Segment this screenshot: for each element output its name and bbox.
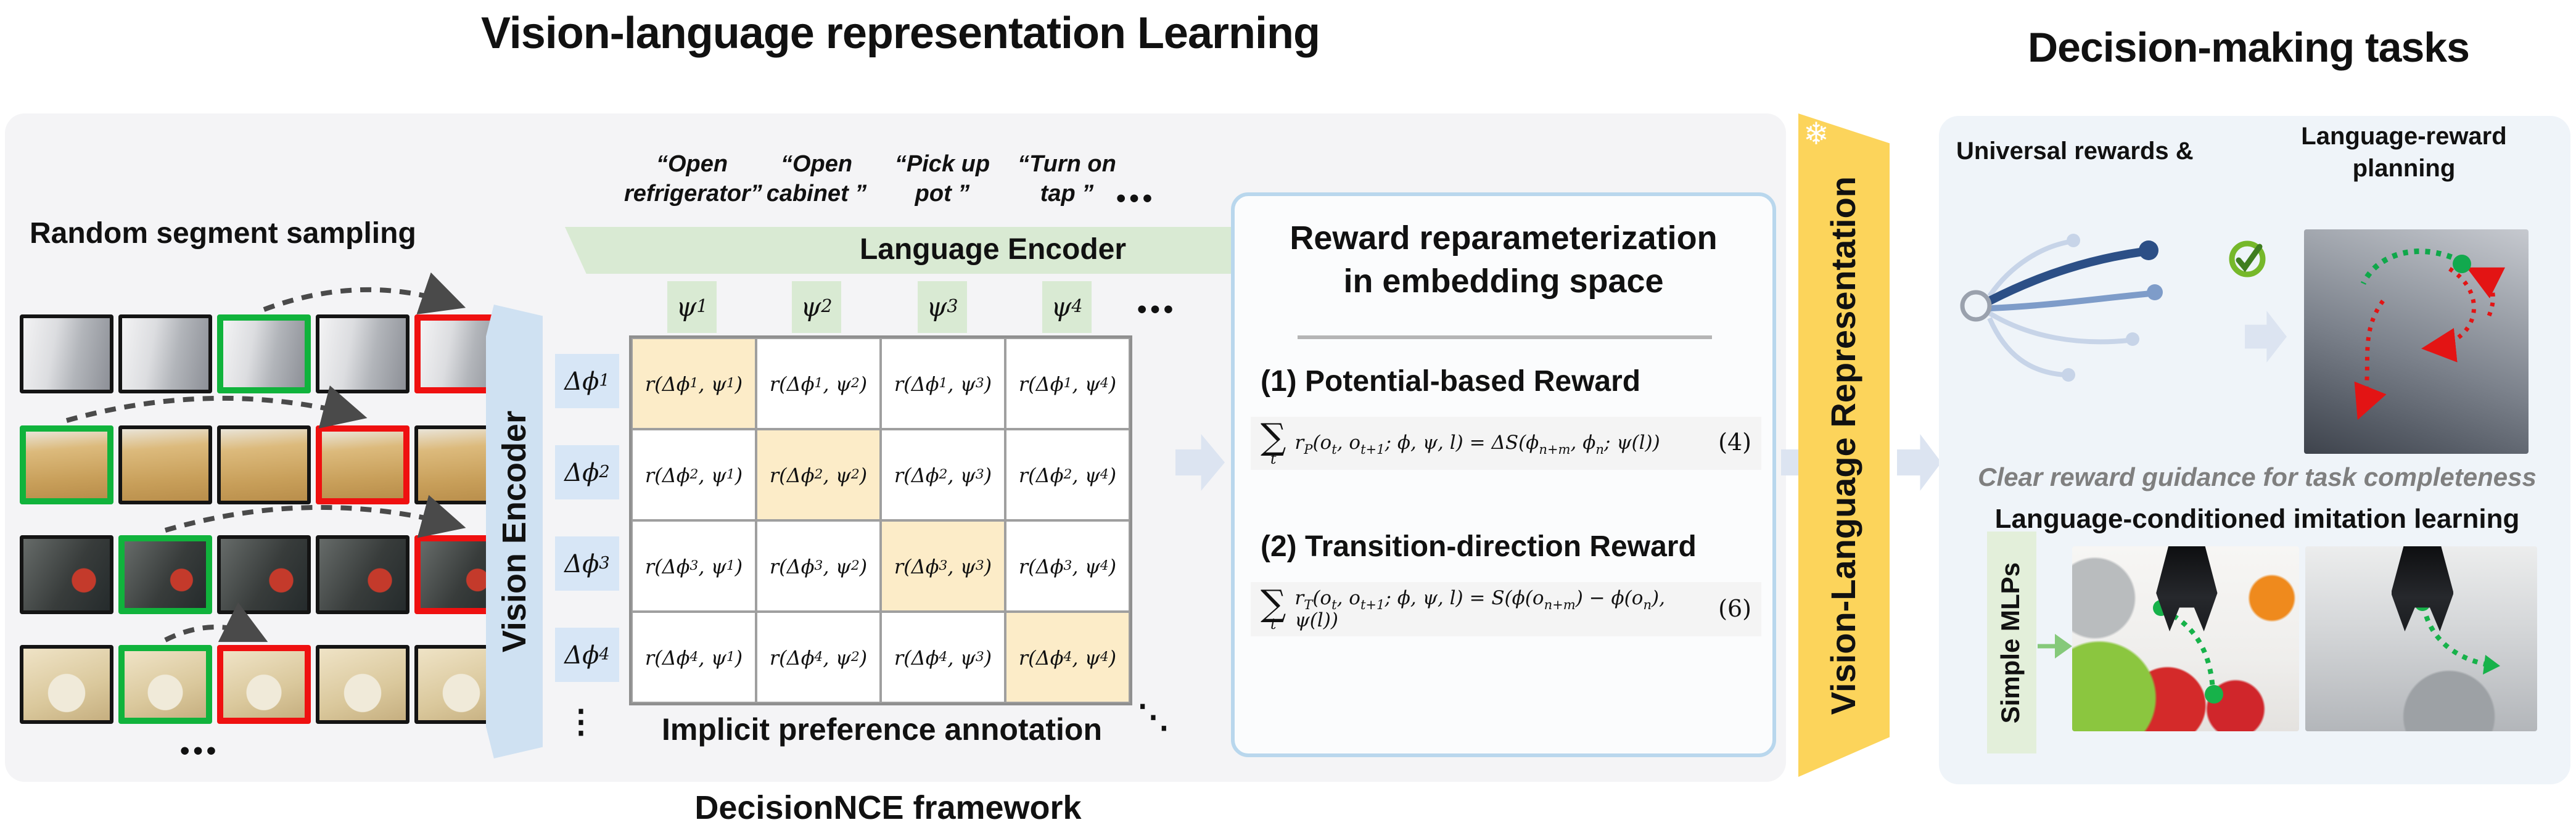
clear-guidance-caption: Clear reward guidance for task completen…	[1978, 464, 2537, 492]
video-frame-segment-start	[217, 314, 311, 393]
transition-reward-equation: ∑ t rT(ot, ot+1; ϕ, ψ, l) = S(ϕ(on+m) − …	[1251, 582, 1761, 636]
video-frame-segment-start	[20, 425, 113, 504]
video-frame-segment-start	[118, 645, 212, 724]
matrix-diagonal-ellipsis: ⋱	[1137, 698, 1169, 735]
video-frame	[118, 425, 212, 504]
green-arrow-icon	[2038, 634, 2072, 659]
video-frame	[316, 535, 409, 614]
left-section-title: Vision-language representation Learning	[481, 7, 1320, 58]
equation-body: rP(ot, ot+1; ϕ, ψ, l) = ΔS(ϕn+m, ϕn; ψ(l…	[1294, 432, 1660, 458]
reward-box-title-line2: in embedding space	[1343, 263, 1664, 300]
frozen-snowflake-icon: ❄	[1803, 117, 1829, 152]
video-frame-segment-start	[118, 535, 212, 614]
instruction-quote: “Open cabinet ”	[766, 152, 867, 207]
implicit-preference-label: Implicit preference annotation	[661, 713, 1102, 747]
more-videos-ellipsis: •••	[180, 735, 220, 766]
video-frame-segment-end	[316, 425, 409, 504]
flow-arrow-icon	[1897, 434, 1941, 491]
vision-encoder-label: Vision Encoder	[495, 410, 532, 653]
reward-trajectory-fan	[1960, 234, 2163, 382]
reward-reparameterization-box	[1231, 192, 1776, 757]
more-rows-ellipsis: ⋮	[565, 703, 597, 740]
right-section-title: Decision-making tasks	[2028, 25, 2470, 72]
planning-trajectories	[2354, 248, 2506, 421]
video-frame-segment-end	[217, 645, 311, 724]
vision-encoder-bar: Vision Encoder	[486, 305, 543, 758]
framework-caption: DecisionNCE framework	[694, 789, 1082, 825]
more-embeddings-ellipsis: •••	[1137, 293, 1177, 324]
reward-box-title-line1: Reward reparameterization	[1290, 220, 1718, 257]
video-frame	[20, 535, 113, 614]
transition-reward-heading: (2) Transition-direction Reward	[1261, 530, 1697, 564]
video-frame	[217, 425, 311, 504]
vision-language-representation-bar: Vision-Language Representation	[1798, 113, 1890, 777]
more-instructions-ellipsis: •••	[1116, 183, 1156, 213]
instruction-quote: “Open refrigerator”	[624, 152, 762, 207]
vision-language-representation-label: Vision-Language Representation	[1824, 176, 1862, 715]
imitation-learning-heading: Language-conditioned imitation learning	[1994, 503, 2520, 534]
instruction-quote: “Pick up pot ”	[894, 152, 990, 207]
imitation-image-grayscale	[2305, 546, 2537, 731]
segment-sampling-arcs	[65, 272, 466, 642]
equation-body: rT(ot, ot+1; ϕ, ψ, l) = S(ϕ(on+m) − ϕ(on…	[1294, 587, 1665, 631]
simple-mlps-label: Simple MLPs	[1997, 562, 2025, 723]
language-reward-planning-label: Language-reward planning	[2301, 123, 2507, 183]
language-reward-planning-image	[2304, 229, 2529, 454]
random-segment-sampling-label: Random segment sampling	[30, 217, 416, 250]
check-icon	[2229, 240, 2266, 277]
summation-symbol: ∑ t	[1261, 581, 1286, 633]
universal-rewards-label: Universal rewards &	[1956, 138, 2194, 165]
simple-mlps-bar: Simple MLPs	[1987, 532, 2036, 753]
reward-box-divider	[1298, 335, 1712, 339]
video-frame	[20, 314, 113, 393]
summation-symbol: ∑ t	[1261, 416, 1286, 467]
video-frame	[118, 314, 212, 393]
video-frame	[316, 314, 409, 393]
video-frame	[20, 645, 113, 724]
potential-reward-heading: (1) Potential-based Reward	[1261, 365, 1641, 398]
reward-box-title: Reward reparameterization in embedding s…	[1246, 217, 1761, 303]
video-row-3	[20, 535, 508, 614]
imitation-image-colorful	[2072, 546, 2299, 731]
potential-reward-equation: ∑ t rP(ot, ot+1; ϕ, ψ, l) = ΔS(ϕn+m, ϕn;…	[1251, 417, 1761, 470]
video-frame	[316, 645, 409, 724]
instruction-quote: “Turn on tap ”	[1018, 152, 1116, 207]
language-encoder-label: Language Encoder	[859, 233, 1127, 266]
video-frame	[217, 535, 311, 614]
equation-number: (6)	[1718, 596, 1751, 623]
equation-number: (4)	[1718, 429, 1751, 457]
